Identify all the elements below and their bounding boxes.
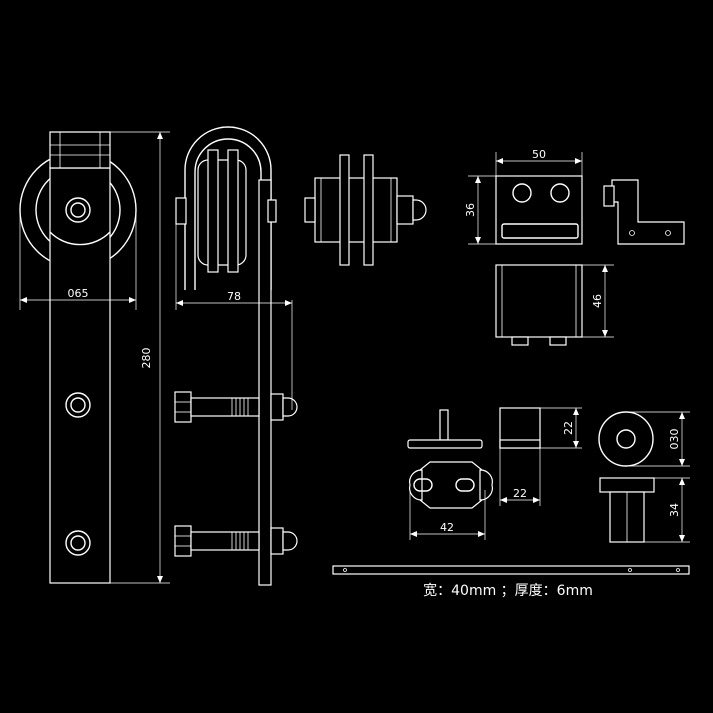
door-stop-top <box>495 264 583 346</box>
floor-guide-top <box>409 461 493 509</box>
dim-stop-width: 50 <box>495 148 583 176</box>
floor-guide-side <box>407 409 483 449</box>
dim-label-stop-width: 50 <box>532 148 546 161</box>
door-stop-front <box>495 175 583 245</box>
dim-spacer-width: 22 <box>499 448 541 506</box>
dim-stop-height: 36 <box>464 175 496 245</box>
dim-roller-diameter: 030 <box>626 411 690 467</box>
dim-bracket-offset: 78 <box>175 224 293 410</box>
dim-guide-width: 42 <box>409 490 486 540</box>
dim-label-stop-height: 36 <box>464 203 477 217</box>
dim-label-hanger-height: 280 <box>140 348 153 369</box>
dim-roller-height: 34 <box>644 477 690 543</box>
dim-label-roller-height: 34 <box>668 503 681 517</box>
rail-spec-caption: 宽：40mm ；厚度：6mm <box>423 582 593 599</box>
dim-label-roller-diameter: 030 <box>668 429 681 450</box>
roller-side <box>599 477 655 543</box>
hanger-front-view <box>19 131 137 584</box>
dim-hanger-height: 280 <box>110 131 170 584</box>
door-stop-side <box>603 179 685 245</box>
dim-spacer-height: 22 <box>540 407 582 449</box>
dim-label-stop-depth: 46 <box>591 294 604 308</box>
hanger-side-view <box>174 126 298 586</box>
wheel-top-view <box>304 154 427 266</box>
dim-stop-depth: 46 <box>582 264 614 338</box>
roller-top <box>598 411 654 467</box>
dim-label-wheel-width: 065 <box>68 287 89 300</box>
bolt-upper <box>174 391 298 423</box>
dim-label-bracket-offset: 78 <box>227 290 241 303</box>
spacer-side <box>499 407 541 449</box>
track-rail <box>332 565 690 575</box>
bolt-lower <box>174 525 298 557</box>
dim-label-spacer-width: 22 <box>513 487 527 500</box>
dim-label-guide-width: 42 <box>440 521 454 534</box>
dim-wheel-width: 065 <box>19 215 137 310</box>
dim-label-spacer-height: 22 <box>562 421 575 435</box>
